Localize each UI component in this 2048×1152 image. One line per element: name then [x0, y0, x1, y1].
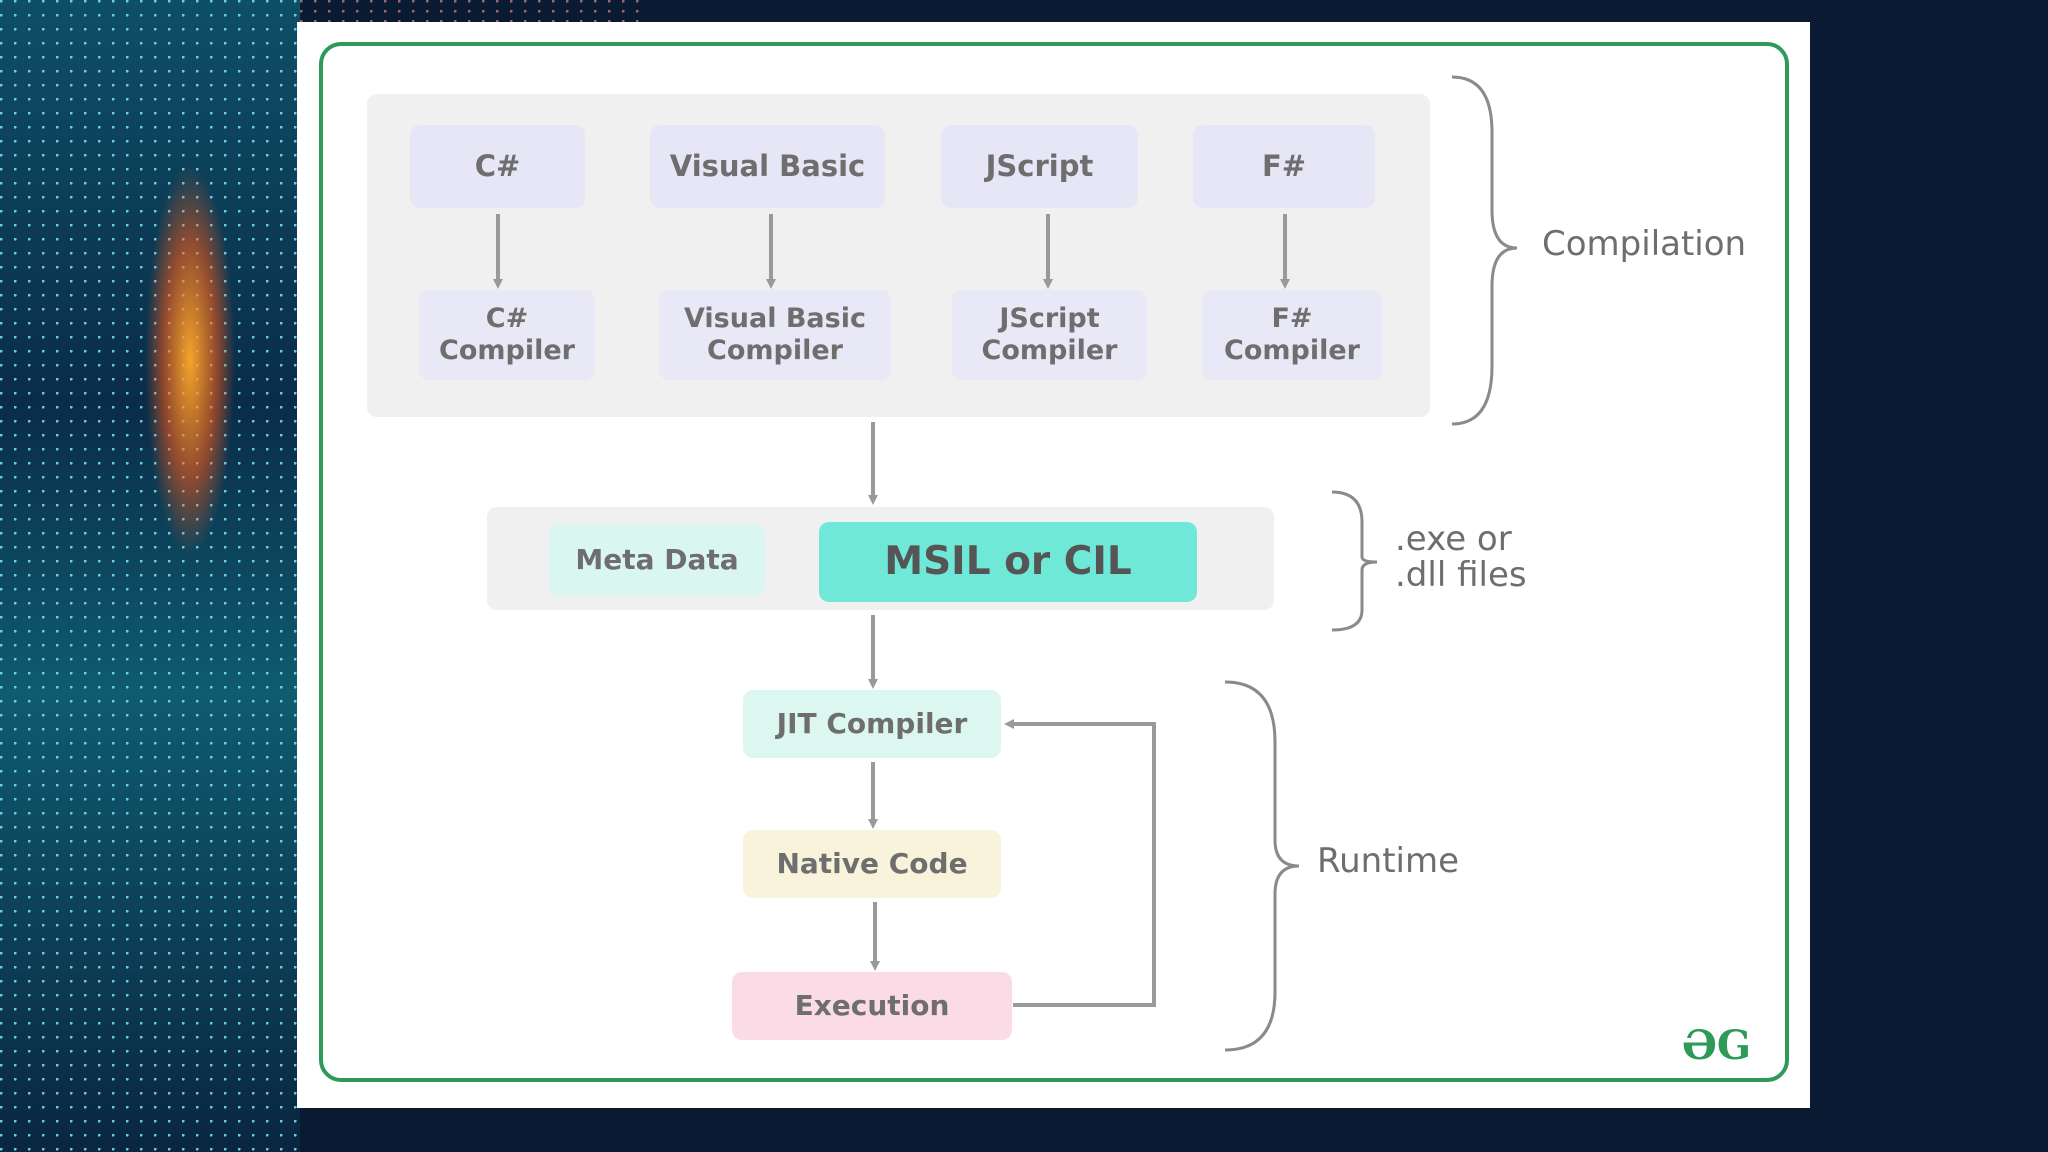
diagram-card: C# Visual Basic JScript F# C# Compiler V… [297, 22, 1810, 1108]
runtime-label: Runtime [1317, 841, 1460, 881]
native-code-box: Native Code [743, 830, 1001, 898]
background-dots [300, 0, 650, 24]
compilation-label: Compilation [1542, 224, 1747, 264]
connectors [493, 75, 1518, 1052]
jit-compiler-box: JIT Compiler [743, 690, 1001, 758]
visual-basic-compiler: Visual Basic Compiler [659, 290, 891, 380]
compilation-brace [1451, 75, 1518, 426]
execution-box: Execution [732, 972, 1012, 1040]
meta-data-box: Meta Data [549, 525, 765, 595]
lang-jscript: JScript [941, 125, 1138, 208]
runtime-brace [1224, 680, 1300, 1052]
csharp-compiler: C# Compiler [419, 290, 595, 380]
lang-fsharp: F# [1193, 125, 1375, 208]
lang-visual-basic: Visual Basic [650, 125, 885, 208]
brace-group [1224, 75, 1518, 1052]
msil-box: MSIL or CIL [819, 522, 1197, 602]
arrow-group [493, 214, 1290, 1007]
background-art [0, 0, 300, 1152]
files-brace [1331, 490, 1378, 632]
jscript-compiler: JScript Compiler [952, 290, 1147, 380]
loop-arrow [1004, 719, 1156, 1007]
diagram-frame [319, 42, 1789, 1082]
fsharp-compiler: F# Compiler [1202, 290, 1382, 380]
lang-csharp: C# [410, 125, 585, 208]
gfg-logo: ƏG [1682, 1022, 1752, 1069]
files-label: .exe or .dll files [1395, 519, 1527, 595]
